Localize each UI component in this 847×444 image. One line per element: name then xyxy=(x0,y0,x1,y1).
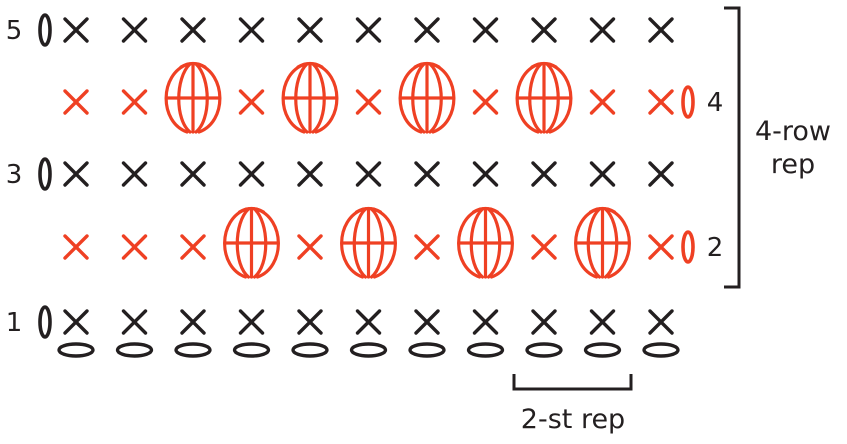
x-stitch-icon xyxy=(355,309,382,335)
stitch-repeat-bracket xyxy=(512,374,633,391)
x-stitch-icon xyxy=(297,17,323,43)
x-stitch-icon xyxy=(180,309,206,335)
chain-oval-icon xyxy=(583,342,622,358)
x-stitch-icon xyxy=(63,17,89,43)
x-stitch-icon xyxy=(648,161,674,187)
x-stitch-icon xyxy=(648,17,674,43)
x-stitch-icon xyxy=(121,17,148,43)
x-stitch-icon xyxy=(414,161,440,187)
puff-cluster-icon xyxy=(457,206,514,279)
foundation-chain xyxy=(57,342,680,358)
puff-cluster-icon xyxy=(281,61,339,134)
turning-chain-icon xyxy=(38,13,52,47)
chain-oval-icon xyxy=(57,342,95,358)
chain-oval-icon xyxy=(408,342,446,358)
puff-cluster-icon xyxy=(340,206,397,279)
x-stitch-icon xyxy=(472,161,499,187)
turning-chain-icon xyxy=(681,85,695,119)
x-stitch-icon xyxy=(414,234,440,260)
x-stitch-icon xyxy=(238,89,265,115)
row-1: 1 xyxy=(6,305,674,339)
x-stitch-icon xyxy=(589,161,616,187)
row-4: 4 xyxy=(63,61,724,134)
x-stitch-icon xyxy=(121,309,148,335)
x-stitch-icon xyxy=(63,89,89,115)
row-3: 3 xyxy=(6,157,674,191)
puff-cluster-icon xyxy=(223,206,280,279)
x-stitch-icon xyxy=(121,234,148,260)
stitch-rows: 5 4 3 2 1 xyxy=(6,13,724,339)
x-stitch-icon xyxy=(297,161,323,187)
x-stitch-icon xyxy=(180,161,206,187)
puff-cluster-icon xyxy=(164,61,222,134)
x-stitch-icon xyxy=(238,17,265,43)
x-stitch-icon xyxy=(121,161,148,187)
turning-chain-icon xyxy=(38,305,52,339)
x-stitch-icon xyxy=(297,309,323,335)
row-number-label: 1 xyxy=(6,308,23,338)
puff-cluster-icon xyxy=(398,61,456,134)
x-stitch-icon xyxy=(531,161,557,187)
row-number-label: 3 xyxy=(6,160,23,190)
chain-oval-icon xyxy=(349,342,388,358)
stitch-repeat-label: 2-st rep xyxy=(521,404,625,435)
x-stitch-icon xyxy=(648,234,674,260)
row-number-label: 5 xyxy=(6,16,23,46)
x-stitch-icon xyxy=(414,309,440,335)
x-stitch-icon xyxy=(355,161,382,187)
x-stitch-icon xyxy=(472,89,499,115)
x-stitch-icon xyxy=(648,309,674,335)
row-number-label: 4 xyxy=(707,88,724,118)
turning-chain-icon xyxy=(38,157,52,191)
x-stitch-icon xyxy=(297,234,323,260)
x-stitch-icon xyxy=(180,234,206,260)
chain-oval-icon xyxy=(466,342,505,358)
chain-oval-icon xyxy=(525,342,563,358)
x-stitch-icon xyxy=(472,309,499,335)
x-stitch-icon xyxy=(63,309,89,335)
x-stitch-icon xyxy=(648,89,674,115)
row-repeat-label-line: 4-row xyxy=(755,116,831,147)
chain-oval-icon xyxy=(115,342,154,358)
row-2: 2 xyxy=(63,206,724,279)
x-stitch-icon xyxy=(589,89,616,115)
chain-oval-icon xyxy=(174,342,212,358)
x-stitch-icon xyxy=(355,17,382,43)
x-stitch-icon xyxy=(63,161,89,187)
x-stitch-icon xyxy=(355,89,382,115)
row-repeat-bracket xyxy=(724,6,741,289)
x-stitch-icon xyxy=(531,309,557,335)
row-5: 5 xyxy=(6,13,674,47)
puff-cluster-icon xyxy=(574,206,631,279)
x-stitch-icon xyxy=(589,17,616,43)
chain-oval-icon xyxy=(232,342,271,358)
row-number-label: 2 xyxy=(707,233,724,263)
x-stitch-icon xyxy=(414,17,440,43)
turning-chain-icon xyxy=(681,230,695,264)
x-stitch-icon xyxy=(238,161,265,187)
x-stitch-icon xyxy=(121,89,148,115)
row-repeat-label-line: rep xyxy=(771,149,815,180)
x-stitch-icon xyxy=(180,17,206,43)
chain-oval-icon xyxy=(642,342,680,358)
puff-cluster-icon xyxy=(515,61,573,134)
x-stitch-icon xyxy=(63,234,89,260)
x-stitch-icon xyxy=(531,17,557,43)
chain-oval-icon xyxy=(291,342,329,358)
x-stitch-icon xyxy=(238,309,265,335)
x-stitch-icon xyxy=(531,234,557,260)
x-stitch-icon xyxy=(472,17,499,43)
x-stitch-icon xyxy=(589,309,616,335)
